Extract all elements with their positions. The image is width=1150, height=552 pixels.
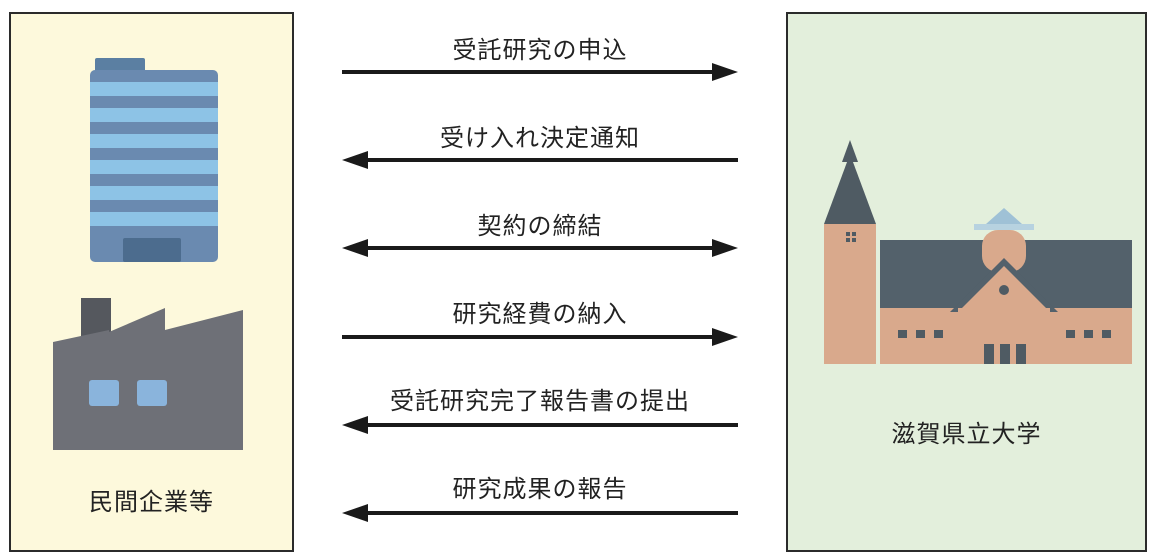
factory-icon xyxy=(53,298,243,450)
company-label: 民間企業等 xyxy=(89,488,214,516)
flow-label-contract: 契約の締結 xyxy=(477,212,603,240)
flow-arrows xyxy=(342,63,738,522)
arrowhead-left xyxy=(342,504,368,522)
company-panel: 民間企業等 xyxy=(9,12,294,552)
university-building-icon xyxy=(824,140,1132,364)
arrow-results-report xyxy=(342,504,738,522)
flow-label-results-report: 研究成果の報告 xyxy=(452,475,628,503)
university-label: 滋賀県立大学 xyxy=(891,420,1042,448)
flow-label-completion-report: 受託研究完了報告書の提出 xyxy=(390,387,690,415)
flow-label-application: 受託研究の申込 xyxy=(452,36,628,64)
arrow-funding xyxy=(342,328,738,346)
arrowhead-right xyxy=(712,63,738,81)
arrow-completion-report xyxy=(342,416,738,434)
arrowhead-left xyxy=(342,151,368,169)
arrowhead-right xyxy=(712,328,738,346)
flow-label-funding: 研究経費の納入 xyxy=(452,300,628,328)
arrowhead-right xyxy=(712,239,738,257)
arrowhead-left xyxy=(342,239,368,257)
arrow-acceptance-notice xyxy=(342,151,738,169)
arrow-application xyxy=(342,63,738,81)
flow-label-acceptance-notice: 受け入れ決定通知 xyxy=(440,124,640,152)
arrowhead-left xyxy=(342,416,368,434)
arrow-contract xyxy=(342,239,738,257)
university-panel: 滋賀県立大学 xyxy=(786,12,1147,552)
office-building-icon xyxy=(90,58,218,262)
